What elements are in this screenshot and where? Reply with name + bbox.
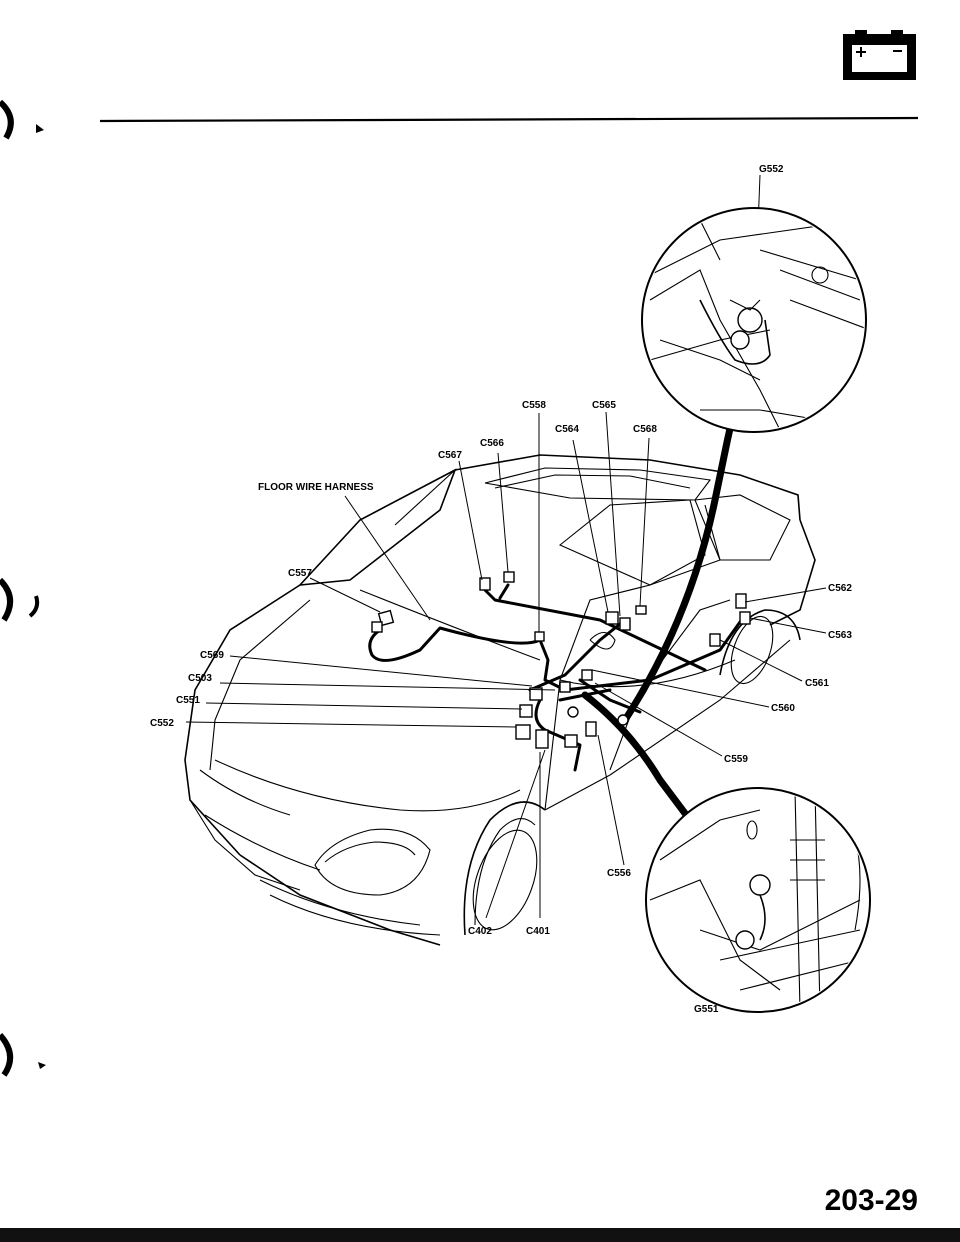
label-c503: C503	[188, 673, 212, 684]
binding-marks	[0, 99, 46, 1077]
label-c562: C562	[828, 583, 852, 594]
label-c563: C563	[828, 630, 852, 641]
inset-g552	[641, 207, 867, 433]
label-c569: C569	[200, 650, 224, 661]
label-c565: C565	[592, 400, 616, 411]
label-c559: C559	[724, 754, 748, 765]
battery-icon	[843, 30, 916, 80]
label-c401: C401	[526, 926, 550, 937]
label-c567: C567	[438, 450, 462, 461]
connectors	[371, 571, 751, 749]
label-c566: C566	[480, 438, 504, 449]
footer-bar	[0, 1228, 960, 1242]
header-rule	[99, 116, 919, 123]
label-c402: C402	[468, 926, 492, 937]
label-c560: C560	[771, 703, 795, 714]
diagram-title: FLOOR WIRE HARNESS	[258, 482, 374, 493]
label-g552: G552	[759, 164, 784, 175]
page-number: 203-29	[825, 1184, 918, 1217]
label-c558: C558	[522, 400, 546, 411]
label-c564: C564	[555, 424, 579, 435]
label-c557: C557	[288, 568, 312, 579]
label-c552: C552	[150, 718, 174, 729]
label-c551: C551	[176, 695, 200, 706]
label-c561: C561	[805, 678, 829, 689]
label-c568: C568	[633, 424, 657, 435]
label-c556: C556	[607, 868, 631, 879]
car-outline	[184, 454, 816, 946]
inset-g551	[645, 787, 871, 1013]
label-g551: G551	[694, 1004, 719, 1015]
